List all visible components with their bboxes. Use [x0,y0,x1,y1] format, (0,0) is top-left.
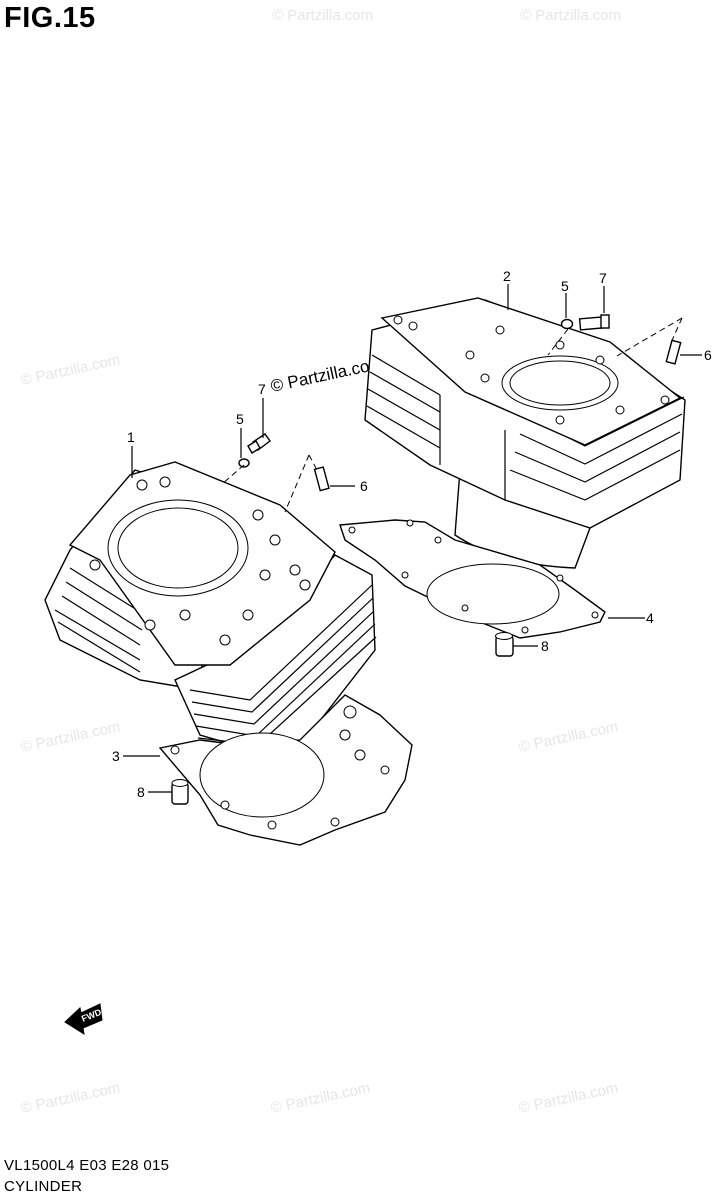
diagram-code: VL1500L4 E03 E28 015 [4,1157,170,1174]
dowel-pin-rear [495,632,514,657]
watermark: © Partzilla.com [269,1079,371,1117]
watermark: © Partzilla.com [19,351,121,389]
front-cylinder [44,461,377,749]
assembly-lines [221,317,683,513]
figure-title: FIG.15 [4,2,96,34]
callout-washer-rear: 5 [561,278,569,294]
callout-washer-front: 5 [236,411,244,427]
callout-dowel-front: 8 [137,784,145,800]
stud-rear [665,339,682,365]
front-gasket-bore [199,732,325,818]
watermark: © Partzilla.com [517,1079,619,1117]
watermark: © Partzilla.com [520,7,621,24]
watermark: © Partzilla.com [517,718,619,756]
watermark: © Partzilla.com [19,1079,121,1117]
callout-dowel-rear: 8 [541,638,549,654]
watermark: © Partzilla.com [272,7,373,24]
washer-front [238,458,250,468]
callout-front-cylinder: 1 [127,429,135,445]
dowel-pin-front [171,779,189,805]
callout-union-front: 7 [258,381,266,397]
fwd-arrow-icon: FWD [64,1003,103,1036]
front-gasket-holes [170,705,390,830]
union-bolt-front [247,433,271,454]
leader-lines [123,284,702,793]
rear-cylinder [364,297,686,569]
callout-front-gasket: 3 [112,748,120,764]
callout-rear-gasket: 4 [646,610,654,626]
washer-rear [560,318,574,330]
diagram-name: CYLINDER [4,1178,83,1195]
callout-union-rear: 7 [599,270,607,286]
stud-front [313,466,330,492]
union-bolt-rear [578,314,610,331]
callout-rear-cylinder: 2 [503,268,511,284]
callout-stud-front: 6 [360,478,368,494]
callout-stud-rear: 6 [704,347,712,363]
watermark: © Partzilla.com [19,718,121,756]
rear-gasket-holes [348,519,599,634]
rear-gasket-bore [426,563,560,625]
